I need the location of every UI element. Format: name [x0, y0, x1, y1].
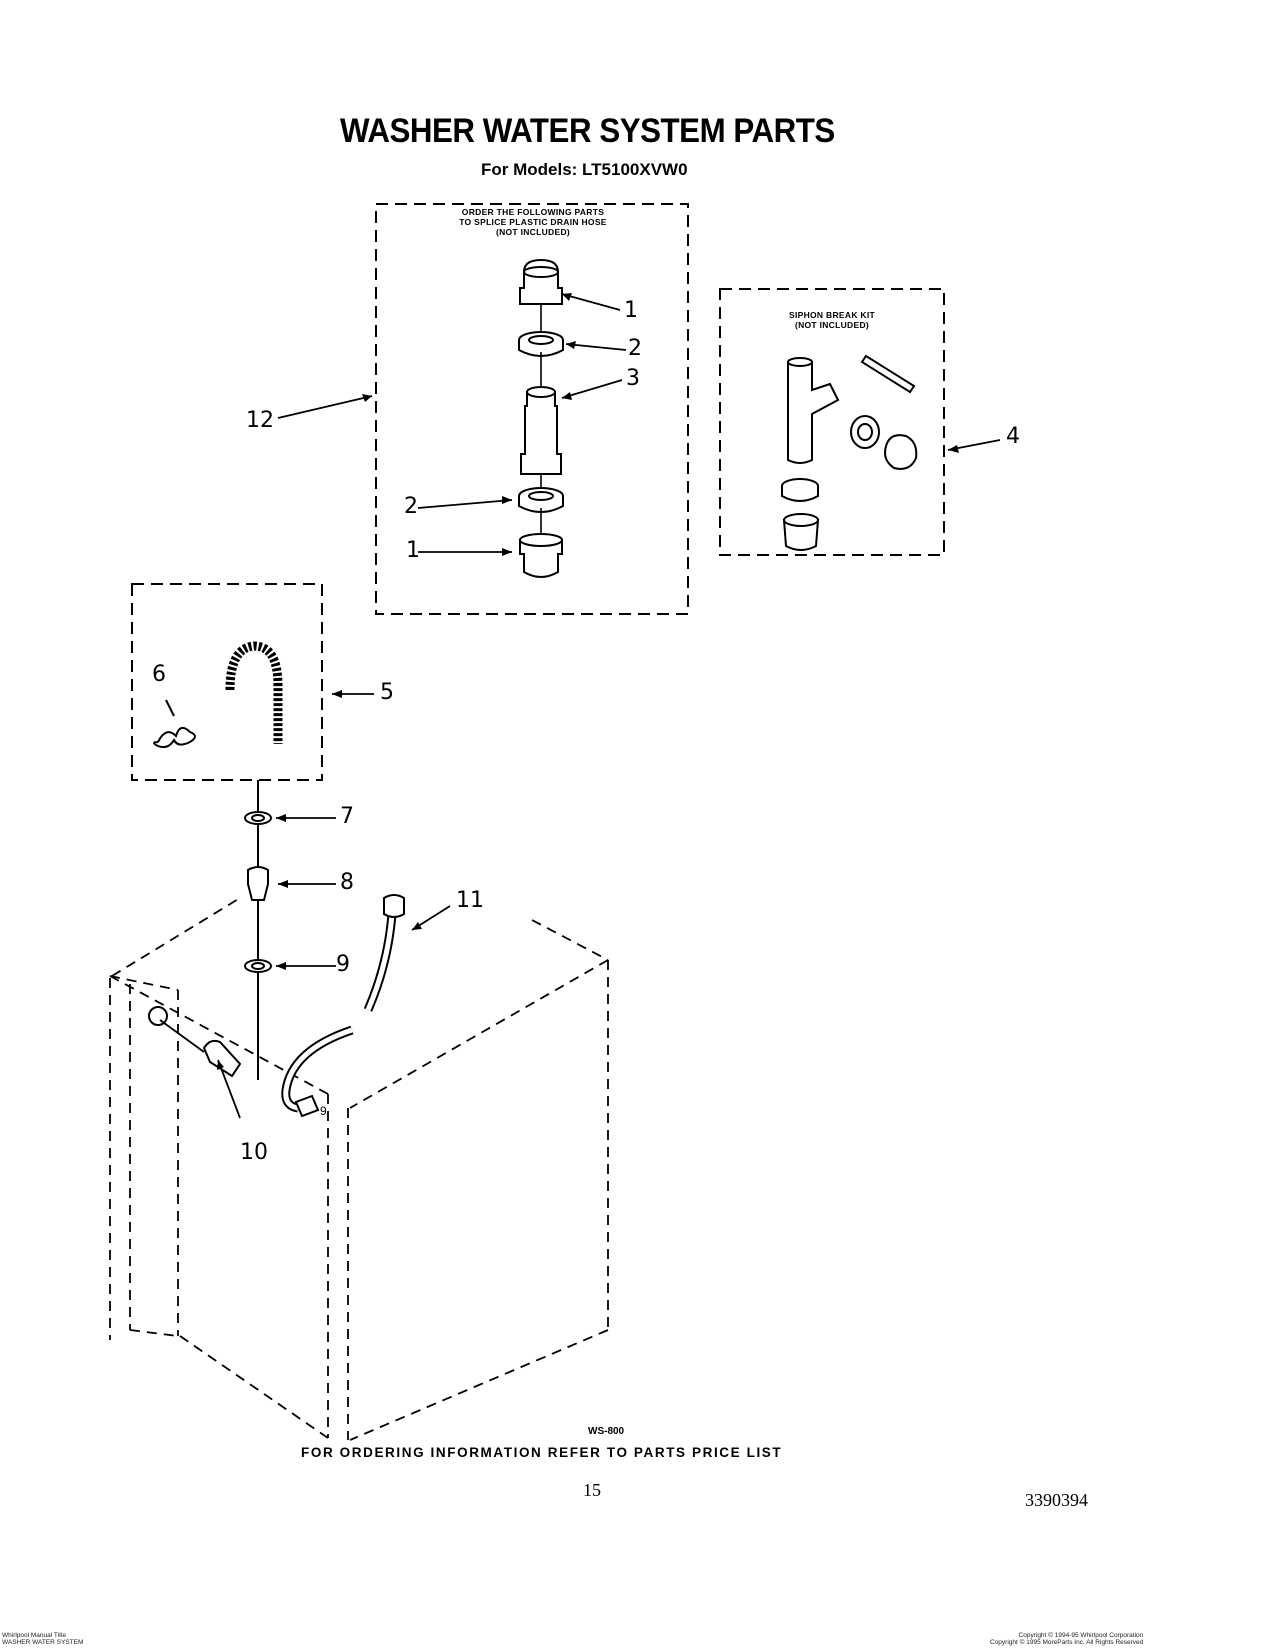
siphon-note-line-1: SIPHON BREAK KIT	[788, 310, 876, 320]
drain-elbow-icon	[202, 1039, 242, 1078]
cabinet-port-icon	[148, 1006, 168, 1026]
drain-hose-box	[131, 583, 323, 781]
callout-3: 3	[626, 366, 640, 391]
fill-hose-coupling-icon	[383, 894, 405, 918]
siphon-kit-box	[719, 288, 945, 556]
drain-adapter-icon	[247, 866, 269, 901]
footer-right-line-1: Copyright © 1994-95 Whirlpool Corporatio…	[1018, 1632, 1144, 1639]
callout-4: 4	[1006, 424, 1020, 449]
splice-kit-box	[375, 203, 689, 615]
callout-11: 11	[456, 888, 484, 913]
callout-9: 9	[336, 952, 350, 977]
cabinet-fittings	[148, 894, 405, 1118]
callout-10: 10	[240, 1140, 268, 1165]
inlet-fitting-icon	[294, 1094, 320, 1118]
drain-chain	[244, 780, 272, 1080]
siphon-cap-icon	[884, 434, 918, 470]
connector-tube-icon	[520, 387, 562, 475]
splice-note-line-1: ORDER THE FOLLOWING PARTS	[461, 207, 605, 217]
siphon-tee-icon	[787, 358, 840, 464]
callout-6: 6	[152, 662, 166, 687]
cabinet-outline	[109, 897, 609, 1441]
callout-5: 5	[380, 680, 394, 705]
splice-parts	[518, 258, 564, 578]
callout-7: 7	[340, 804, 354, 829]
splice-note-line-2: TO SPLICE PLASTIC DRAIN HOSE	[459, 217, 607, 227]
arrowheads	[217, 293, 959, 1070]
callout-1-top: 1	[624, 298, 638, 323]
callout-12: 12	[246, 408, 274, 433]
model-subtitle: For Models: LT5100XVW0	[481, 160, 688, 179]
adapter-bottom-icon	[519, 539, 563, 578]
footer-right: Copyright © 1994-95 Whirlpool Corporatio…	[990, 1632, 1143, 1646]
drain-hose-parts	[153, 641, 283, 749]
siphon-adapter-icon	[782, 519, 820, 551]
footer-right-line-2: Copyright © 1995 MoreParts Inc. All Righ…	[990, 1639, 1144, 1646]
callout-2-top: 2	[628, 336, 642, 361]
callout-2-bottom: 2	[404, 494, 418, 519]
callout-9-small: 9	[320, 1104, 327, 1118]
leader-lines	[159, 293, 1001, 1119]
footer-left-line-1: Whirlpool Manual Title	[2, 1632, 66, 1639]
splice-note-line-3: (NOT INCLUDED)	[495, 227, 571, 237]
corrugated-hose-icon	[225, 641, 283, 744]
siphon-rod-icon	[860, 354, 916, 394]
siphon-note-line-2: (NOT INCLUDED)	[794, 320, 870, 330]
footer-left: Whirlpool Manual Title WASHER WATER SYST…	[2, 1632, 83, 1646]
document-number: 3390394	[1025, 1490, 1088, 1510]
siphon-parts	[781, 354, 918, 551]
callout-8: 8	[340, 870, 354, 895]
callout-1-bottom: 1	[406, 538, 420, 563]
hose-clip-icon	[153, 726, 196, 749]
figure-code: WS-800	[588, 1426, 625, 1437]
splice-kit-note: ORDER THE FOLLOWING PARTS TO SPLICE PLAS…	[392, 207, 674, 237]
siphon-kit-note: SIPHON BREAK KIT (NOT INCLUDED)	[724, 310, 940, 330]
page-title: WASHER WATER SYSTEM PARTS	[340, 112, 835, 150]
footer-left-line-2: WASHER WATER SYSTEM	[2, 1639, 84, 1646]
page-number: 15	[583, 1480, 601, 1500]
ordering-note: FOR ORDERING INFORMATION REFER TO PARTS …	[301, 1445, 783, 1460]
